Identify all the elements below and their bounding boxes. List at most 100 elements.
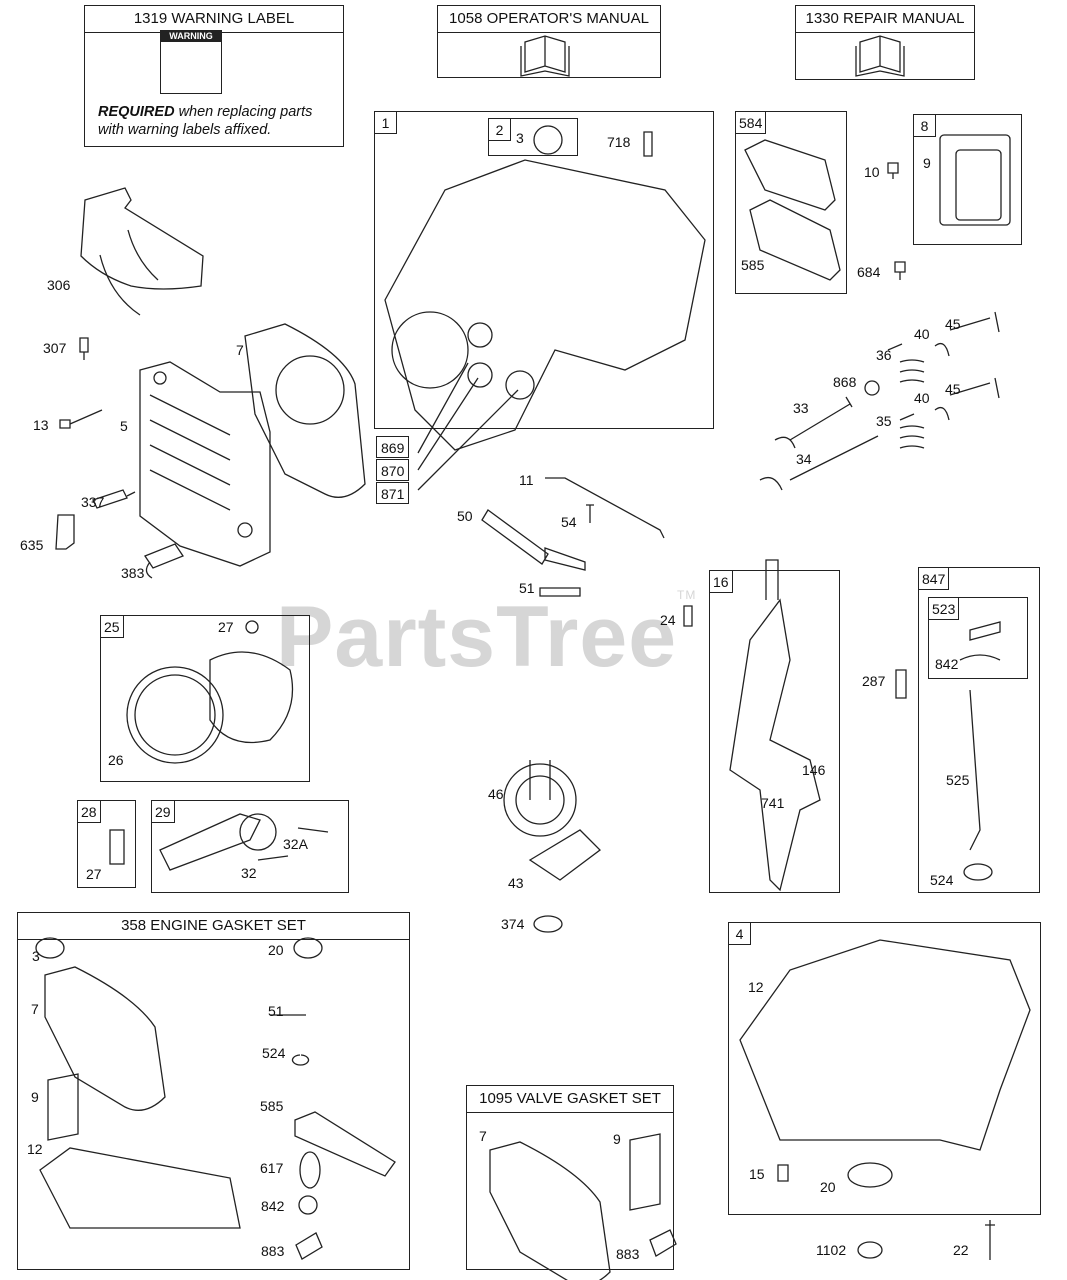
cam-gear xyxy=(503,763,577,837)
gasket-585b xyxy=(294,1111,396,1177)
part-label: 45 xyxy=(945,381,961,397)
part-label: 9 xyxy=(31,1089,39,1105)
cylinder-block xyxy=(384,159,706,451)
warning-label-box: 1319 WARNING LABEL xyxy=(84,5,344,147)
book-icon xyxy=(855,35,905,77)
group-tag: 1 xyxy=(375,112,397,134)
valve-gasket-set-box: 1095 VALVE GASKET SET xyxy=(466,1085,674,1270)
watermark: PartsTreeTM xyxy=(276,588,697,685)
part-label: 51 xyxy=(268,1003,284,1019)
piston xyxy=(209,651,294,744)
part-label: 10 xyxy=(864,164,880,180)
part-label: 32A xyxy=(283,836,308,852)
part-label: 33 xyxy=(793,400,809,416)
part-label: 12 xyxy=(748,979,764,995)
part-label: 51 xyxy=(519,580,535,596)
part-label: 1102 xyxy=(816,1242,847,1258)
group-box-2: 2 xyxy=(488,118,578,156)
group-box-523: 523 xyxy=(928,597,1028,679)
part-label: 9 xyxy=(613,1131,621,1147)
group-box-29: 29 xyxy=(151,800,349,893)
crankshaft xyxy=(729,598,821,892)
part-label: 684 xyxy=(857,264,881,280)
group-box-28: 28 xyxy=(77,800,136,888)
gasket-585 xyxy=(749,199,841,281)
part-label: 306 xyxy=(47,277,71,293)
part-label: 43 xyxy=(508,875,524,891)
part-label: 842 xyxy=(935,656,959,672)
group-tag: 584 xyxy=(736,112,767,134)
gasket-584 xyxy=(744,139,836,211)
part-label: 35 xyxy=(876,413,892,429)
part-label: 40 xyxy=(914,390,930,406)
part-label: 374 xyxy=(501,916,525,932)
part-label: 22 xyxy=(953,1242,969,1258)
head-gasket xyxy=(244,323,366,498)
part-label: 54 xyxy=(561,514,577,530)
part-label: 7 xyxy=(31,1001,39,1017)
part-label: 20 xyxy=(820,1179,836,1195)
part-label-boxed: 869 xyxy=(376,436,410,458)
part-label: 40 xyxy=(914,326,930,342)
part-label: 617 xyxy=(260,1160,284,1176)
warning-required-note: REQUIRED when replacing parts with warni… xyxy=(98,104,313,138)
part-label: 868 xyxy=(833,374,857,390)
part-label: 11 xyxy=(519,472,534,488)
blower-shield xyxy=(80,187,204,290)
engine-gasket-set-box: 358 ENGINE GASKET SET xyxy=(17,912,410,1270)
part-label: 36 xyxy=(876,347,892,363)
group-tag: 29 xyxy=(152,801,175,823)
cylinder-head xyxy=(139,361,271,567)
part-label-boxed: 870 xyxy=(376,459,410,481)
part-label: 7 xyxy=(236,342,244,358)
part-label: 383 xyxy=(121,565,145,581)
part-label: 337 xyxy=(81,494,105,510)
group-tag: 2 xyxy=(489,119,511,141)
part-label: 24 xyxy=(660,612,676,628)
part-label: 741 xyxy=(761,795,785,811)
group-box-8: 8 xyxy=(913,114,1022,245)
warning-label-header: 1319 WARNING LABEL xyxy=(85,6,343,33)
dipstick-tube xyxy=(545,477,665,539)
group-tag: 523 xyxy=(929,598,960,620)
part-label: 26 xyxy=(108,752,124,768)
part-label: 883 xyxy=(616,1246,640,1262)
part-label: 9 xyxy=(923,155,931,171)
group-tag: 8 xyxy=(914,115,936,137)
part-label: 635 xyxy=(20,537,44,553)
part-label: 883 xyxy=(261,1243,285,1259)
group-tag: 28 xyxy=(78,801,101,823)
part-label: 34 xyxy=(796,451,812,467)
repair-manual-header: 1330 REPAIR MANUAL xyxy=(796,6,974,33)
part-label: 27 xyxy=(86,866,102,882)
part-label: 3 xyxy=(516,130,524,146)
part-label: 20 xyxy=(268,942,284,958)
warning-sticker-title: WARNING xyxy=(161,31,221,42)
part-label: 13 xyxy=(33,417,49,433)
part-label: 7 xyxy=(479,1128,487,1144)
part-label: 585 xyxy=(260,1098,284,1114)
part-label: 287 xyxy=(862,673,886,689)
part-label: 12 xyxy=(27,1141,43,1157)
group-box-1: 1 xyxy=(374,111,714,429)
group-box-584: 584 xyxy=(735,111,847,294)
group-box-16: 16 xyxy=(709,570,840,893)
repair-manual-box: 1330 REPAIR MANUAL xyxy=(795,5,975,80)
part-label: 842 xyxy=(261,1198,285,1214)
group-tag: 16 xyxy=(710,571,733,593)
dipstick xyxy=(959,621,1001,851)
group-box-25: 25 xyxy=(100,615,310,782)
part-label: 15 xyxy=(749,1166,765,1182)
valve-gasket-set-header: 1095 VALVE GASKET SET xyxy=(467,1086,673,1113)
screw-307 xyxy=(79,337,89,360)
warning-sticker: WARNING xyxy=(160,30,222,94)
part-label: 46 xyxy=(488,786,504,802)
part-label: 307 xyxy=(43,340,67,356)
group-tag: 4 xyxy=(729,923,751,945)
part-label: 585 xyxy=(741,257,765,273)
part-label: 32 xyxy=(241,865,257,881)
part-label: 524 xyxy=(262,1045,286,1061)
part-label: 27 xyxy=(218,619,234,635)
part-label: 146 xyxy=(802,762,826,778)
